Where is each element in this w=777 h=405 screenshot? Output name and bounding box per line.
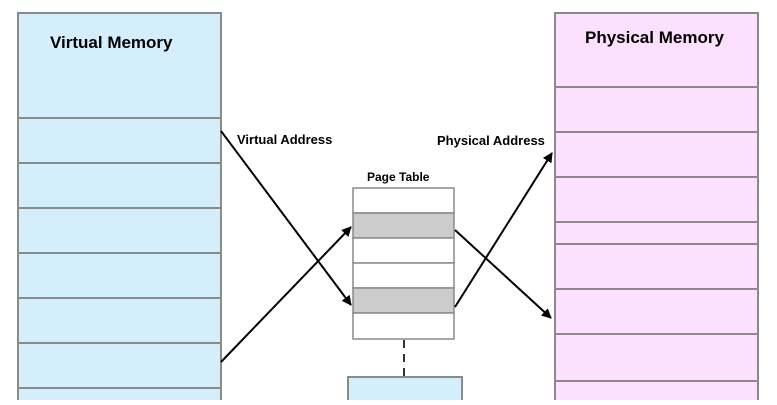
arrow-virtual-lower-to-table — [220, 226, 352, 363]
arrow-table-to-physical-upper — [454, 152, 553, 308]
page-table-entry-highlighted — [352, 212, 455, 239]
page-table-entry-highlighted — [352, 287, 455, 314]
virtual-page — [17, 252, 222, 299]
physical-frame — [554, 131, 759, 178]
virtual-page — [17, 117, 222, 164]
physical-memory-column — [554, 12, 759, 405]
physical-frame — [554, 333, 759, 382]
page-table-entry — [352, 262, 455, 289]
physical-frame — [554, 243, 759, 290]
arrow-virtual-to-table — [220, 130, 352, 306]
page-table-title: Page Table — [367, 170, 430, 184]
page-table — [352, 187, 455, 340]
virtual-address-label: Virtual Address — [237, 132, 333, 147]
physical-frame — [554, 86, 759, 133]
physical-frame — [554, 380, 759, 405]
virtual-memory-column — [17, 12, 222, 405]
physical-memory-title: Physical Memory — [585, 28, 724, 47]
virtual-page — [17, 387, 222, 405]
virtual-page — [17, 342, 222, 389]
virtual-page — [17, 162, 222, 209]
virtual-memory-title: Virtual Memory — [50, 33, 173, 52]
page-table-entry — [352, 237, 455, 264]
physical-frame — [554, 221, 759, 245]
physical-address-label: Physical Address — [437, 133, 545, 148]
page-table-entry — [352, 187, 455, 214]
page-table-entry — [352, 312, 455, 340]
physical-frame — [554, 288, 759, 335]
virtual-page — [17, 207, 222, 254]
physical-frame — [554, 176, 759, 223]
virtual-page — [17, 297, 222, 344]
arrow-table-to-physical-lower — [454, 229, 552, 319]
lower-box — [347, 376, 463, 405]
physical-memory-header — [554, 12, 759, 88]
virtual-memory-header — [17, 12, 222, 119]
